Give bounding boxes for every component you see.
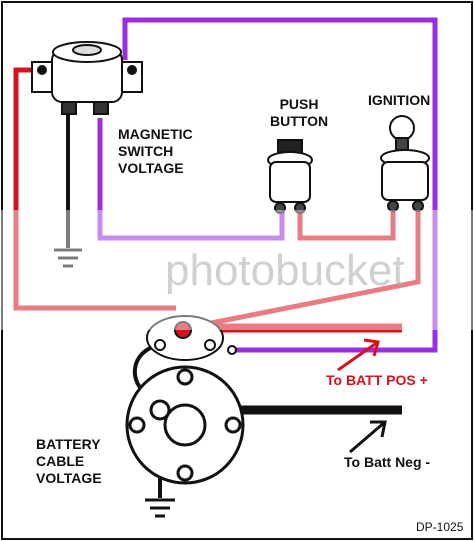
- label-line: CABLE: [36, 453, 85, 469]
- label-line: BUTTON: [270, 113, 329, 129]
- red-wire: [13, 67, 421, 333]
- label-line: SWITCH: [118, 143, 174, 159]
- label-line: BATTERY: [36, 436, 101, 452]
- watermark-text: photobucket: [165, 246, 405, 295]
- label-magnetic-switch-voltage: MAGNETIC SWITCH VOLTAGE: [118, 126, 193, 177]
- label-ignition: IGNITION: [368, 92, 431, 108]
- label-push-button: PUSH BUTTON: [270, 96, 328, 130]
- ground-symbol-switch: [54, 248, 82, 268]
- starter-solenoid: [146, 315, 237, 361]
- ground-symbol-starter: [145, 498, 175, 518]
- label-battery-cable-voltage: BATTERY CABLE VOLTAGE: [36, 436, 102, 487]
- push-button-switch: [267, 139, 313, 214]
- label-line: VOLTAGE: [36, 470, 102, 486]
- ignition-switch: [380, 115, 430, 212]
- label-to-batt-pos: To BATT POS +: [326, 372, 428, 388]
- arrow-to-batt-neg: [349, 420, 387, 454]
- starter-motor: [125, 365, 245, 485]
- label-line: PUSH: [279, 96, 319, 112]
- label-line: MAGNETIC: [118, 126, 193, 142]
- diagram-id: DP-1025: [416, 520, 464, 534]
- watermark-band: [0, 210, 474, 330]
- label-line: VOLTAGE: [118, 160, 184, 176]
- label-to-batt-neg: To Batt Neg -: [344, 454, 431, 470]
- magnetic-switch: [31, 41, 143, 115]
- arrow-to-batt-pos: [337, 338, 380, 372]
